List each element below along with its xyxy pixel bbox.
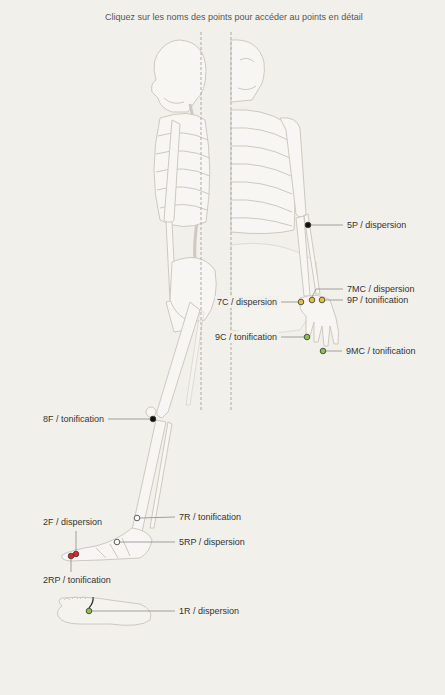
point-label: 5P / dispersion <box>345 219 408 231</box>
point-label: 9C / tonification <box>213 331 279 343</box>
point-label: 5RP / dispersion <box>177 536 247 548</box>
instruction-title: Cliquez sur les noms des points pour acc… <box>105 11 363 23</box>
point-label: 7R / tonification <box>177 511 243 523</box>
point-label: 2F / dispersion <box>41 516 104 528</box>
point-label: 7C / dispersion <box>215 296 279 308</box>
point-label: 2RP / tonification <box>41 574 113 586</box>
point-label: 1R / dispersion <box>177 605 241 617</box>
point-label: 9MC / tonification <box>344 345 418 357</box>
point-label: 8F / tonification <box>41 413 106 425</box>
point-label: 9P / tonification <box>345 294 410 306</box>
